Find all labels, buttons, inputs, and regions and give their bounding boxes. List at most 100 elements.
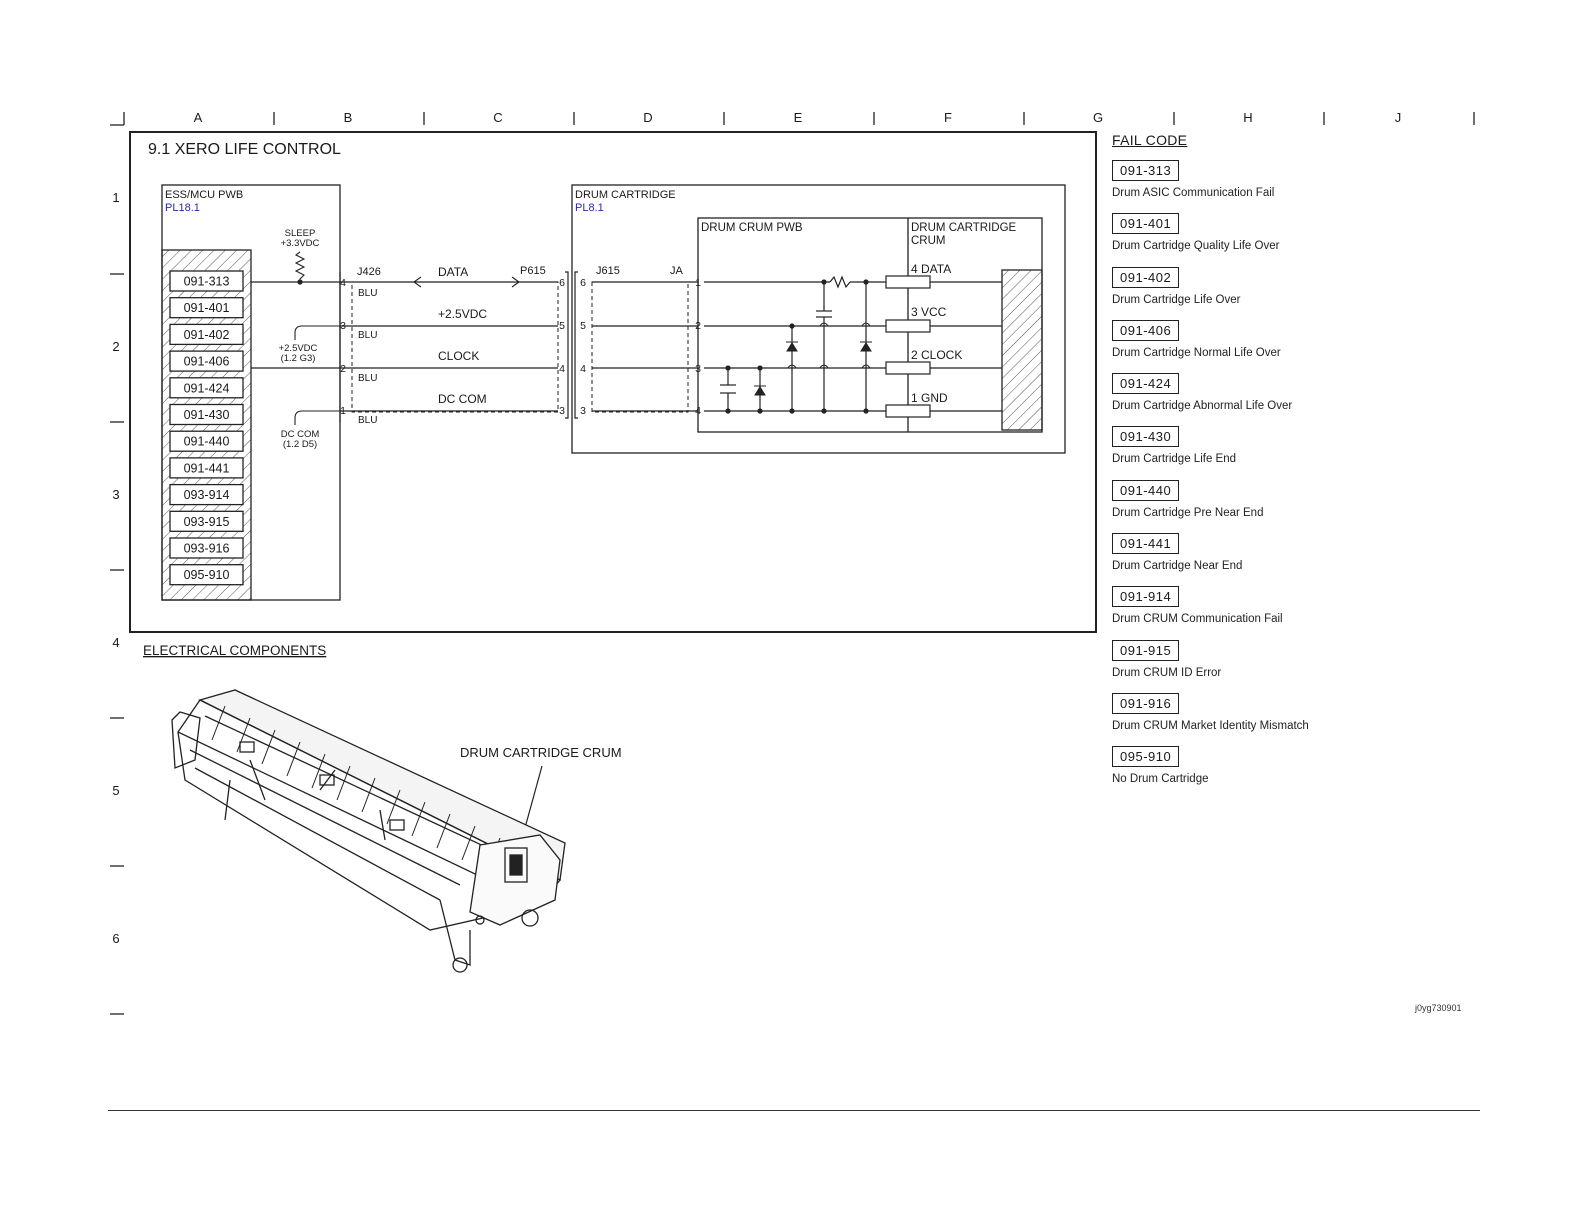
column-label: H [1243, 110, 1252, 125]
diodes [754, 341, 872, 396]
ess-code-box [169, 430, 244, 452]
j426-pin-numbers: 4 3 2 1 [340, 277, 346, 417]
row-label: 3 [112, 487, 119, 502]
pin-number: 4 [580, 363, 586, 375]
row-labels: 1 2 3 4 5 6 [112, 190, 119, 946]
ess-code-box [169, 457, 244, 479]
column-label: J [1395, 110, 1402, 125]
row-label: 2 [112, 339, 119, 354]
wire-color: BLU [358, 373, 377, 384]
pin-number: 2 [695, 320, 701, 332]
crum-pwb-label: DRUM CRUM PWB [701, 222, 803, 234]
page-footer-rule [108, 1110, 1480, 1111]
fail-code-badge: 091-313 [1112, 160, 1180, 181]
fail-code-description: Drum CRUM Communication Fail [1112, 613, 1283, 626]
sleep-pullup [294, 251, 306, 282]
drum-cartridge-box [571, 184, 1066, 454]
ess-code-label: 091-441 [184, 461, 230, 475]
grid-frame [110, 112, 1475, 1015]
crum-internal-wires [704, 275, 1002, 412]
ess-board-ref: PL18.1 [165, 202, 200, 214]
pin-number: 6 [580, 277, 586, 289]
row-label: 6 [112, 931, 119, 946]
junction-dots [725, 279, 869, 414]
fail-code-badge: 091-406 [1112, 319, 1180, 341]
ess-code-box [169, 403, 244, 426]
fail-code-badge: 091-440 [1112, 479, 1180, 501]
wire-color: BLU [358, 288, 377, 299]
ess-code-label: 093-915 [184, 515, 230, 529]
fail-code-description: Drum CRUM Market Identity Mismatch [1112, 719, 1309, 732]
harness-wires [251, 272, 698, 422]
fail-code-description: Drum Cartridge Abnormal Life Over [1112, 400, 1293, 413]
fail-code-badge: 091-430 [1112, 426, 1180, 448]
pin-number: 4 [340, 277, 346, 289]
pin-number: 3 [580, 405, 586, 417]
fail-code-description: No Drum Cartridge [1112, 773, 1209, 786]
dccom-source-symbol [294, 410, 340, 425]
ja-pin-numbers: 1 2 3 4 [695, 277, 701, 417]
pin-number: 3 [695, 363, 701, 375]
pin-number: 4 [559, 363, 565, 375]
crum-pin-label: 1 GND [911, 391, 948, 405]
ess-code-box [169, 510, 244, 532]
pin-number: 5 [580, 320, 586, 332]
v25-source-symbol [294, 325, 340, 340]
ess-code-label: 091-406 [184, 355, 230, 369]
row-label: 5 [112, 783, 119, 798]
drum-crum-callout: DRUM CARTRIDGE CRUM [460, 745, 622, 760]
dccom-ref: (1.2 D5) [283, 439, 317, 450]
ess-code-box [169, 377, 244, 399]
sleep-label: SLEEP [285, 228, 316, 239]
column-labels: A B C D E F G H J [194, 110, 1402, 125]
signal-labels: DATA +2.5VDC CLOCK DC COM [438, 265, 487, 406]
fail-code-badge: 091-424 [1112, 373, 1180, 395]
signal-label: DC COM [438, 392, 487, 406]
fail-code-badge: 091-914 [1112, 586, 1180, 608]
ess-code-box [169, 297, 244, 319]
connector-ja: JA [670, 265, 684, 277]
wire-color: BLU [358, 330, 377, 341]
connector-j426: J426 [357, 266, 381, 278]
fail-code-badge: 091-916 [1112, 692, 1180, 714]
diagram-frame [129, 131, 1097, 633]
crum-pin-label: 2 CLOCK [911, 348, 962, 362]
ess-code-box [169, 483, 244, 506]
diagram-title: 9.1 XERO LIFE CONTROL [148, 141, 341, 158]
wire-crossovers [787, 322, 871, 369]
connector-j615: J615 [596, 265, 620, 277]
column-label: D [643, 110, 652, 125]
ess-code-label: 091-440 [184, 435, 230, 449]
crum-pin-label: 4 DATA [911, 262, 951, 276]
wire-color: BLU [358, 415, 377, 426]
ess-code-label: 093-916 [184, 542, 230, 556]
ess-code-box [169, 350, 244, 372]
figure-id: j0yg730901 [1415, 1003, 1462, 1013]
connector-p615: P615 [520, 265, 546, 277]
crum-pin-label: 3 VCC [911, 305, 947, 319]
fail-code-badge: 091-915 [1112, 639, 1180, 661]
column-label: A [194, 110, 203, 125]
ess-code-label: 091-430 [184, 408, 230, 422]
ess-code-label: 091-313 [184, 275, 230, 289]
fail-code-description: Drum ASIC Communication Fail [1112, 187, 1275, 199]
ess-code-label: 093-914 [184, 488, 230, 502]
pin-number: 6 [559, 277, 565, 289]
ess-code-box [169, 564, 244, 586]
column-label: E [794, 110, 803, 125]
signal-label: DATA [438, 265, 468, 279]
signal-label: CLOCK [438, 349, 479, 363]
row-label: 1 [112, 190, 119, 205]
